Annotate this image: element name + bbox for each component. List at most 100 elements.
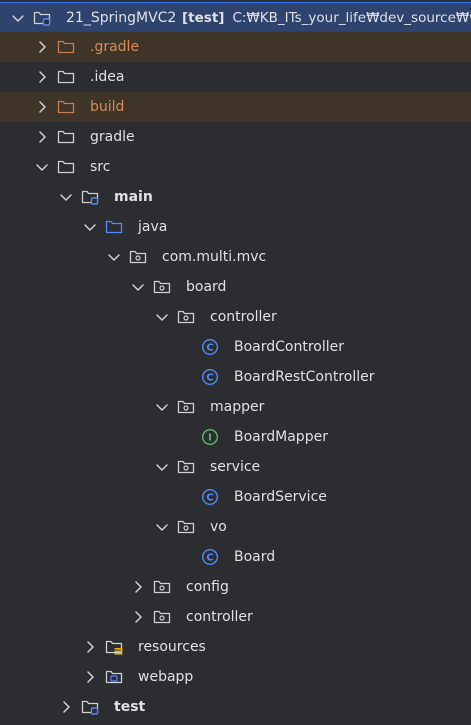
tree-row-label: Board bbox=[234, 549, 276, 565]
tree-row-label: webapp bbox=[138, 669, 194, 685]
tree-row-label: config bbox=[186, 579, 229, 595]
chevron-down-icon[interactable] bbox=[155, 452, 169, 482]
chevron-right-icon[interactable] bbox=[131, 602, 145, 632]
tree-row-controller[interactable]: controller bbox=[0, 602, 471, 632]
tree-row-gradle[interactable]: .gradle bbox=[0, 32, 471, 62]
tree-row-com-multi-mvc[interactable]: com.multi.mvc bbox=[0, 242, 471, 272]
tree-row-build[interactable]: build bbox=[0, 92, 471, 122]
tree-row-label: service bbox=[210, 459, 261, 475]
tree-row-java[interactable]: java bbox=[0, 212, 471, 242]
class-icon: C bbox=[200, 542, 220, 572]
chevron-right-icon[interactable] bbox=[35, 32, 49, 62]
class-icon: C bbox=[200, 332, 220, 362]
tree-row-label: BoardController bbox=[234, 339, 345, 355]
module-folder-icon bbox=[80, 692, 100, 722]
chevron-down-icon[interactable] bbox=[59, 182, 73, 212]
tree-row-mapper[interactable]: mapper bbox=[0, 392, 471, 422]
svg-text:C: C bbox=[206, 373, 213, 384]
module-path: C:₩KB_ITs_your_life₩dev_source₩wor bbox=[232, 10, 471, 26]
tree-row-label: main bbox=[114, 189, 153, 205]
tree-row-boardmapper[interactable]: I BoardMapper bbox=[0, 422, 471, 452]
tree-row-21-springmvc2[interactable]: 21_SpringMVC2 [test] C:₩KB_ITs_your_life₩d… bbox=[0, 2, 471, 32]
tree-row-vo[interactable]: vo bbox=[0, 512, 471, 542]
tree-row-label: test bbox=[114, 699, 146, 715]
tree-row-label: .gradle bbox=[90, 39, 140, 55]
tree-row-label: controller bbox=[210, 309, 277, 325]
chevron-right-icon[interactable] bbox=[83, 662, 97, 692]
tree-row-label: controller bbox=[186, 609, 253, 625]
chevron-right-icon[interactable] bbox=[35, 122, 49, 152]
tree-row-controller[interactable]: controller bbox=[0, 302, 471, 332]
chevron-down-icon[interactable] bbox=[155, 302, 169, 332]
svg-text:I: I bbox=[208, 433, 212, 444]
tree-row-idea[interactable]: .idea bbox=[0, 62, 471, 92]
tree-row-label: com.multi.mvc bbox=[162, 249, 267, 265]
package-icon bbox=[152, 272, 172, 302]
tree-row-board[interactable]: C Board bbox=[0, 542, 471, 572]
tree-row-label: BoardMapper bbox=[234, 429, 328, 445]
resources-folder-icon bbox=[104, 632, 124, 662]
chevron-right-icon[interactable] bbox=[83, 632, 97, 662]
tree-row-label: src bbox=[90, 159, 111, 175]
tree-row-label: 21_SpringMVC2 bbox=[66, 10, 177, 26]
tree-row-label: .idea bbox=[90, 69, 125, 85]
package-icon bbox=[152, 602, 172, 632]
folder-icon bbox=[56, 122, 76, 152]
tree-row-label: mapper bbox=[210, 399, 265, 415]
tree-row-gradle[interactable]: gradle bbox=[0, 122, 471, 152]
tree-row-main[interactable]: main bbox=[0, 182, 471, 212]
module-folder-icon bbox=[32, 3, 52, 31]
module-folder-icon bbox=[80, 182, 100, 212]
chevron-right-icon[interactable] bbox=[35, 92, 49, 122]
tree-row-webapp[interactable]: webapp bbox=[0, 662, 471, 692]
tree-row-board[interactable]: board bbox=[0, 272, 471, 302]
tree-row-label: resources bbox=[138, 639, 206, 655]
chevron-down-icon[interactable] bbox=[155, 512, 169, 542]
tree-row-label: java bbox=[138, 219, 168, 235]
tree-row-boardrestcontroller[interactable]: C BoardRestController bbox=[0, 362, 471, 392]
tree-row-label: gradle bbox=[90, 129, 135, 145]
chevron-down-icon[interactable] bbox=[11, 3, 25, 31]
tree-row-test[interactable]: test bbox=[0, 692, 471, 722]
chevron-down-icon[interactable] bbox=[83, 212, 97, 242]
chevron-down-icon[interactable] bbox=[107, 242, 121, 272]
tree-row-boardservice[interactable]: C BoardService bbox=[0, 482, 471, 512]
excluded-folder-icon bbox=[56, 92, 76, 122]
package-icon bbox=[176, 512, 196, 542]
svg-text:C: C bbox=[206, 553, 213, 564]
tree-row-service[interactable]: service bbox=[0, 452, 471, 482]
chevron-down-icon[interactable] bbox=[155, 392, 169, 422]
chevron-down-icon[interactable] bbox=[131, 272, 145, 302]
excluded-folder-icon bbox=[56, 32, 76, 62]
folder-icon bbox=[56, 62, 76, 92]
tree-row-label: BoardRestController bbox=[234, 369, 375, 385]
chevron-right-icon[interactable] bbox=[131, 572, 145, 602]
package-icon bbox=[176, 392, 196, 422]
tree-row-label: BoardService bbox=[234, 489, 327, 505]
chevron-right-icon[interactable] bbox=[35, 62, 49, 92]
tree-row-config[interactable]: config bbox=[0, 572, 471, 602]
module-info: [test] C:₩KB_ITs_your_life₩dev_source₩wor bbox=[182, 3, 471, 31]
tree-row-label: board bbox=[186, 279, 227, 295]
chevron-down-icon[interactable] bbox=[35, 152, 49, 182]
package-icon bbox=[128, 242, 148, 272]
folder-icon bbox=[56, 152, 76, 182]
web-folder-icon bbox=[104, 662, 124, 692]
chevron-right-icon[interactable] bbox=[59, 692, 73, 722]
svg-text:C: C bbox=[206, 493, 213, 504]
interface-icon: I bbox=[200, 422, 220, 452]
tree-row-resources[interactable]: resources bbox=[0, 632, 471, 662]
source-root-folder-icon bbox=[104, 212, 124, 242]
class-icon: C bbox=[200, 362, 220, 392]
tree-row-src[interactable]: src bbox=[0, 152, 471, 182]
tree-row-label: vo bbox=[210, 519, 227, 535]
tree-row-boardcontroller[interactable]: C BoardController bbox=[0, 332, 471, 362]
class-icon: C bbox=[200, 482, 220, 512]
package-icon bbox=[176, 302, 196, 332]
tree-row-label: build bbox=[90, 99, 125, 115]
package-icon bbox=[176, 452, 196, 482]
package-icon bbox=[152, 572, 172, 602]
svg-text:C: C bbox=[206, 343, 213, 354]
module-tag: [test] bbox=[182, 10, 225, 26]
